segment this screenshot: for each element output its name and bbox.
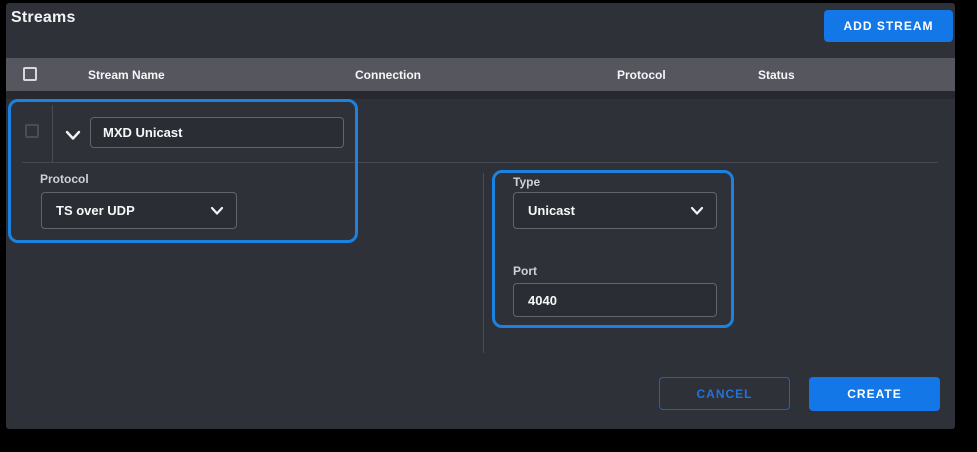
column-header-stream-name: Stream Name bbox=[88, 67, 165, 82]
column-header-connection: Connection bbox=[355, 67, 421, 82]
column-header-protocol: Protocol bbox=[617, 67, 666, 82]
type-dropdown-value: Unicast bbox=[528, 203, 575, 218]
chevron-down-icon bbox=[690, 206, 704, 216]
column-header-status: Status bbox=[758, 67, 795, 82]
type-label: Type bbox=[513, 175, 541, 189]
row-select-checkbox[interactable] bbox=[25, 124, 39, 138]
stream-name-input[interactable] bbox=[90, 117, 344, 148]
port-input[interactable] bbox=[513, 283, 717, 317]
streams-panel: Streams ADD STREAM Stream Name Connectio… bbox=[6, 3, 955, 429]
protocol-label: Protocol bbox=[40, 172, 89, 186]
create-button[interactable]: CREATE bbox=[809, 377, 940, 411]
chevron-down-icon bbox=[210, 206, 224, 216]
row-horizontal-divider bbox=[22, 162, 938, 163]
protocol-dropdown-value: TS over UDP bbox=[56, 203, 135, 218]
row-top-strip bbox=[6, 91, 955, 99]
protocol-dropdown[interactable]: TS over UDP bbox=[41, 192, 237, 229]
row-vertical-divider bbox=[52, 105, 53, 162]
select-all-checkbox[interactable] bbox=[23, 67, 37, 81]
add-stream-button[interactable]: ADD STREAM bbox=[824, 10, 953, 42]
cancel-button[interactable]: CANCEL bbox=[659, 377, 790, 410]
port-label: Port bbox=[513, 264, 537, 278]
row-expand-toggle[interactable] bbox=[64, 127, 82, 143]
page-title: Streams bbox=[11, 9, 76, 26]
chevron-down-icon bbox=[65, 130, 81, 141]
table-header: Stream Name Connection Protocol Status bbox=[6, 58, 955, 91]
type-dropdown[interactable]: Unicast bbox=[513, 192, 717, 229]
form-vertical-divider bbox=[483, 173, 484, 353]
